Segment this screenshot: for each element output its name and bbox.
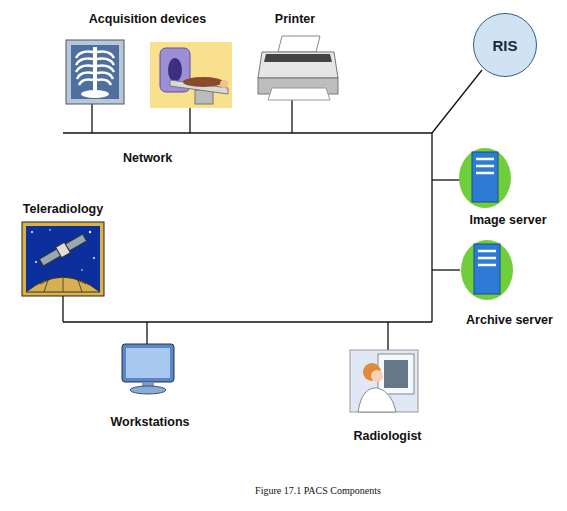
network-bus — [63, 132, 432, 133]
scanner-background — [150, 42, 232, 108]
network-bus — [63, 321, 432, 322]
printer-output — [268, 88, 330, 100]
monitor-base — [130, 386, 166, 394]
network-wires — [63, 70, 482, 350]
network-stub — [91, 104, 92, 133]
network-stub — [432, 179, 460, 180]
teleradiology-frame — [22, 222, 104, 296]
component-label: Image server — [469, 213, 546, 228]
component-label: Archive server — [466, 313, 553, 328]
radiologist-coat — [358, 388, 396, 412]
system-circle: RIS — [473, 13, 537, 77]
network-stub — [432, 70, 482, 133]
component-node: Teleradiology — [12, 202, 114, 298]
component-label: Acquisition devices — [89, 12, 206, 27]
component-node: Image server — [452, 140, 564, 228]
scanner-patient-head — [220, 80, 228, 88]
star — [89, 231, 91, 233]
server-bays — [478, 251, 496, 265]
component-label: Teleradiology — [23, 202, 103, 217]
satellite-body — [56, 242, 71, 257]
scanner-patient — [183, 77, 223, 87]
server-bays — [476, 159, 494, 173]
scanner-icon — [150, 42, 232, 108]
network-stub — [146, 322, 147, 344]
globe-grid — [40, 274, 86, 292]
xray-spine — [93, 47, 97, 95]
star — [31, 231, 33, 233]
workstation-icon — [122, 344, 174, 394]
network-bus — [431, 133, 432, 322]
star — [49, 229, 51, 231]
component-node: Acquisition devices — [60, 12, 235, 110]
scanner-bore — [168, 58, 182, 82]
xray-film — [71, 45, 119, 99]
satellite-panel — [65, 234, 86, 251]
server-glow — [459, 148, 511, 208]
stars — [31, 229, 95, 271]
printer-body — [258, 52, 338, 78]
teleradiology-icon — [22, 222, 104, 296]
satellite — [38, 232, 87, 267]
server-glow — [461, 240, 513, 300]
network-stub — [189, 108, 190, 133]
monitor-case — [122, 344, 174, 382]
server-icon — [461, 240, 513, 300]
server-tower — [474, 244, 500, 294]
xray-pelvis — [81, 90, 109, 98]
teleradiology-sky — [26, 226, 100, 292]
system-name: RIS — [492, 38, 517, 53]
star — [81, 269, 83, 271]
radiologist-face — [371, 370, 383, 382]
network-stub — [62, 296, 63, 322]
component-node: Printer — [250, 12, 340, 102]
star — [93, 257, 95, 259]
figure-caption: Figure 17.1 PACS Components — [168, 485, 468, 496]
network-stub — [291, 100, 292, 133]
component-label: Printer — [275, 12, 315, 27]
server-tower — [472, 152, 498, 202]
radiologist-icon — [350, 350, 418, 412]
monitor-screen — [126, 348, 170, 378]
lightbox — [378, 354, 414, 394]
lightbox-film — [384, 360, 408, 388]
network-label: Network — [123, 151, 172, 165]
component-node: Radiologist — [335, 346, 440, 444]
component-node: Archive server — [452, 236, 567, 328]
component-label: Workstations — [111, 415, 190, 430]
xray-ribs — [76, 52, 114, 85]
printer-top — [264, 54, 332, 62]
printer-paper — [278, 36, 320, 52]
network-stub — [432, 269, 460, 270]
server-icon — [459, 148, 511, 208]
network-stub — [387, 322, 388, 350]
radiologist-background — [350, 350, 418, 412]
component-label: Radiologist — [353, 429, 421, 444]
scanner-base — [195, 90, 213, 104]
xray-frame — [66, 40, 124, 104]
satellite-panel — [39, 249, 60, 266]
component-node: Workstations — [95, 336, 205, 430]
star — [35, 261, 37, 263]
printer-icon — [258, 36, 338, 100]
xray-icon — [66, 40, 124, 104]
